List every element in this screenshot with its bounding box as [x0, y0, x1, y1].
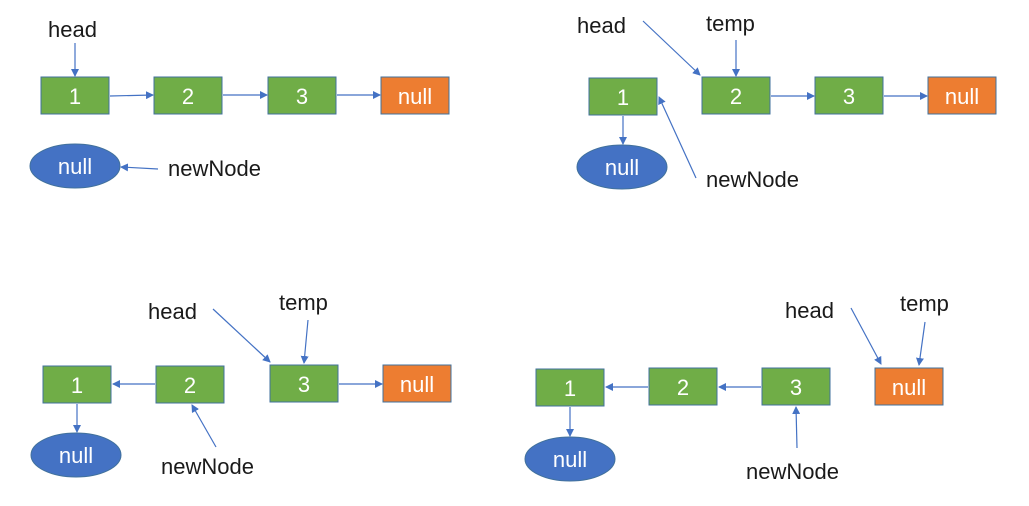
- panel-1-new-node-null-text: null: [58, 154, 92, 179]
- panel-3-node-3: 3: [269, 364, 339, 403]
- panel-2-new-node-null-text: null: [605, 155, 639, 180]
- panel-3-head-label: head: [148, 299, 197, 324]
- panel-3-tail-null-text: null: [400, 372, 434, 397]
- panel-2-node-1-value: 1: [617, 85, 629, 110]
- panel-2-node-1: 1: [588, 77, 658, 116]
- panel-4-node-1-value: 1: [564, 376, 576, 401]
- panel-3-new-node-null-text: null: [59, 443, 93, 468]
- panel-2-newnode-arrow: [658, 96, 697, 179]
- panel-2-node-2-value: 2: [730, 84, 742, 109]
- panel-3-head-arrow: [212, 308, 271, 363]
- panel-2: 1 2 3 null null head temp newNode: [576, 11, 997, 192]
- panel-4-newnode-arrow: [792, 406, 801, 449]
- panel-4-head-label: head: [785, 298, 834, 323]
- panel-4-node-3-value: 3: [790, 375, 802, 400]
- panel-1-tail-null-text: null: [398, 84, 432, 109]
- panel-1-node-2: 2: [153, 76, 223, 115]
- panel-1-link-1-2: [109, 91, 154, 100]
- panel-1-node-3-value: 3: [296, 84, 308, 109]
- panel-1-node-3: 3: [267, 76, 337, 115]
- panel-3-node-1: 1: [42, 365, 112, 404]
- panel-4-tail-null-text: null: [892, 375, 926, 400]
- panel-3: 1 2 3 null null head temp newNode: [30, 290, 452, 479]
- panel-4-new-node-null: null: [524, 436, 616, 482]
- panel-4-temp-label: temp: [900, 291, 949, 316]
- panel-3-temp-label: temp: [279, 290, 328, 315]
- panel-3-temp-arrow: [300, 319, 309, 364]
- panel-4-node-3: 3: [761, 367, 831, 406]
- panel-1-node-2-value: 2: [182, 84, 194, 109]
- panel-4: 1 2 3 null null head temp newNode: [524, 291, 949, 484]
- panel-2-head-arrow: [642, 20, 701, 76]
- panel-3-newnode-label: newNode: [161, 454, 254, 479]
- panel-3-node-3-value: 3: [298, 372, 310, 397]
- panel-4-new-node-null-text: null: [553, 447, 587, 472]
- panel-4-node-1: 1: [535, 368, 605, 407]
- panel-4-node-2-value: 2: [677, 375, 689, 400]
- panel-3-tail-null: null: [382, 364, 452, 403]
- panel-3-newnode-arrow: [191, 404, 217, 448]
- panel-3-node-2-value: 2: [184, 373, 196, 398]
- panel-4-tail-null: null: [874, 367, 944, 406]
- panel-3-node-1-value: 1: [71, 373, 83, 398]
- panel-2-head-label: head: [577, 13, 626, 38]
- panel-2-tail-null: null: [927, 76, 997, 115]
- panel-4-head-arrow: [850, 307, 882, 365]
- panel-2-node-3: 3: [814, 76, 884, 115]
- panel-4-node-2: 2: [648, 367, 718, 406]
- panel-1-node-1: 1: [40, 76, 110, 115]
- panel-1-tail-null: null: [380, 76, 450, 115]
- panel-3-new-node-null: null: [30, 432, 122, 478]
- panel-1-node-1-value: 1: [69, 84, 81, 109]
- panel-4-temp-arrow: [916, 321, 926, 366]
- panel-2-node-3-value: 3: [843, 84, 855, 109]
- panel-1: 1 2 3 null null head newNode: [29, 17, 450, 189]
- panel-1-head-label: head: [48, 17, 97, 42]
- panel-3-node-2: 2: [155, 365, 225, 404]
- panel-2-newnode-label: newNode: [706, 167, 799, 192]
- panel-2-temp-label: temp: [706, 11, 755, 36]
- panel-2-tail-null-text: null: [945, 84, 979, 109]
- panel-2-new-node-null: null: [576, 144, 668, 190]
- panel-1-newnode-label: newNode: [168, 156, 261, 181]
- panel-1-newnode-arrow: [120, 163, 159, 172]
- panel-4-newnode-label: newNode: [746, 459, 839, 484]
- panel-2-node-2: 2: [701, 76, 771, 115]
- panel-1-new-node-null: null: [29, 143, 121, 189]
